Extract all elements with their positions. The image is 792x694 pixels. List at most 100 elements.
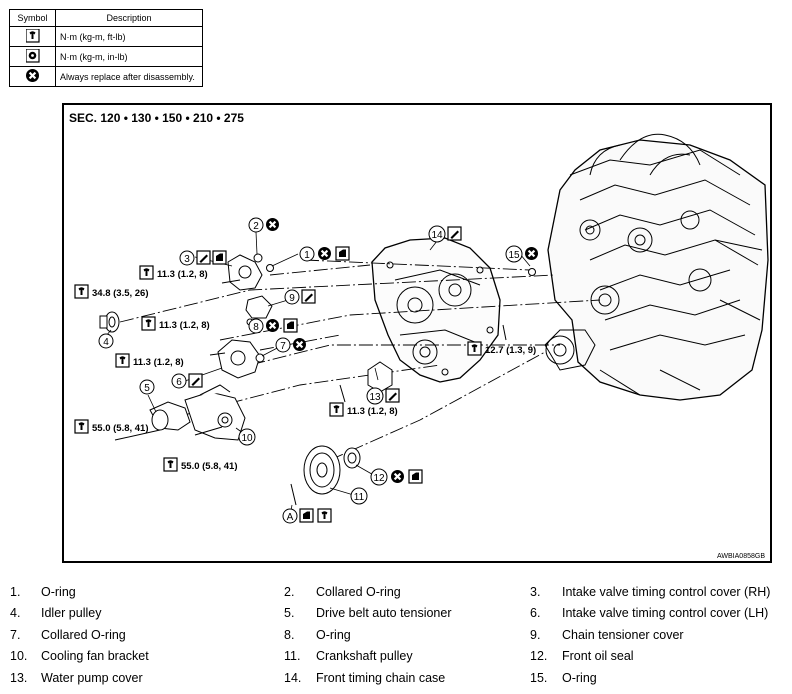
part-name: Drive belt auto tensioner	[316, 606, 452, 621]
front-timing-chain-case-drawing	[371, 237, 501, 383]
torque-value: 11.3 (1.2, 8)	[159, 320, 210, 331]
part-name: O-ring	[41, 585, 76, 599]
callout-A-label: A	[287, 512, 294, 523]
torque-value: 55.0 (5.8, 41)	[181, 461, 238, 472]
part-number: 7.	[10, 627, 21, 642]
callout-5: 5	[139, 379, 155, 395]
callout-8-label: 8	[253, 322, 259, 333]
callout-15-label: 15	[508, 250, 520, 261]
callout-8: 8	[248, 317, 298, 334]
torque-value: 34.8 (3.5, 26)	[92, 288, 149, 299]
part-number: 11.	[284, 649, 301, 664]
torque-wrench-icon	[317, 508, 332, 523]
always-replace-icon	[523, 245, 540, 262]
part-name: Collared O-ring	[316, 585, 401, 599]
part-number: 2.	[284, 585, 295, 599]
torque-spec-2: 34.8 (3.5, 26)	[74, 284, 149, 299]
part-number: 4.	[10, 606, 21, 621]
callout-A: A	[282, 508, 332, 524]
parts-row: 10. Cooling fan bracket 11. Crankshaft p…	[0, 649, 792, 670]
torque-spec-8: 55.0 (5.8, 41)	[163, 457, 238, 472]
sealant-icon	[212, 250, 227, 265]
callout-11-label: 11	[354, 492, 365, 503]
callout-1-label: 1	[304, 250, 310, 261]
part-number: 8.	[284, 627, 295, 642]
callout-3-label: 3	[184, 254, 190, 265]
torque-value: 11.3 (1.2, 8)	[347, 406, 398, 417]
diagram-frame	[62, 103, 772, 563]
parts-row: 13. Water pump cover 14. Front timing ch…	[0, 671, 792, 692]
callout-7-label: 7	[280, 341, 286, 352]
torque-wrench-icon	[115, 353, 130, 368]
liquid-gasket-icon	[447, 226, 462, 241]
part-number: 12.	[530, 649, 548, 664]
callout-2: 2	[248, 216, 281, 233]
part-name: Crankshaft pulley	[316, 649, 413, 664]
sealant-icon	[283, 318, 298, 333]
part-number: 14.	[284, 670, 302, 685]
sealant-icon	[408, 469, 423, 484]
callout-11: 11	[350, 487, 368, 505]
part-number: 10.	[10, 649, 28, 664]
torque-spec-1: 11.3 (1.2, 8)	[139, 265, 208, 280]
liquid-gasket-icon	[196, 250, 211, 265]
callout-6-label: 6	[176, 377, 182, 388]
part-name: Water pump cover	[41, 670, 143, 685]
part-name: Intake valve timing control cover (RH)	[562, 585, 771, 599]
always-replace-icon	[389, 468, 406, 485]
torque-value: 55.0 (5.8, 41)	[92, 423, 149, 434]
callout-1: 1	[299, 245, 350, 262]
sealant-icon	[299, 508, 314, 523]
callout-2-label: 2	[253, 221, 259, 232]
callout-13: 13	[366, 387, 400, 405]
torque-value: 12.7 (1.3, 9)	[485, 345, 536, 356]
liquid-gasket-icon	[301, 289, 316, 304]
torque-value: 11.3 (1.2, 8)	[133, 357, 184, 368]
liquid-gasket-icon	[188, 373, 203, 388]
callout-9-label: 9	[289, 293, 295, 304]
callout-7: 7	[275, 336, 308, 353]
torque-wrench-icon	[139, 265, 154, 280]
torque-wrench-icon	[74, 419, 89, 434]
parts-list: 1. O-ring 2. Collared O-ring 3. Intake v…	[0, 585, 792, 692]
torque-spec-4: 11.3 (1.2, 8)	[115, 353, 184, 368]
callout-14: 14	[428, 225, 462, 243]
torque-wrench-icon	[163, 457, 178, 472]
torque-wrench-icon	[467, 341, 482, 356]
torque-wrench-icon	[329, 402, 344, 417]
part-number: 6.	[530, 606, 541, 621]
part-name: O-ring	[562, 670, 597, 685]
part-name: O-ring	[316, 627, 351, 642]
always-replace-icon	[264, 216, 281, 233]
figure-code: AWBIA0858GB	[717, 553, 765, 560]
torque-spec-3: 11.3 (1.2, 8)	[141, 316, 210, 331]
part-name: Front oil seal	[562, 649, 634, 664]
callout-4-label: 4	[103, 337, 109, 348]
callout-12-label: 12	[373, 473, 385, 484]
sealant-icon	[335, 246, 350, 261]
legend-description: Always replace after disassembly.	[55, 66, 203, 87]
always-replace-icon	[316, 245, 333, 262]
part-name: Chain tensioner cover	[562, 627, 684, 642]
parts-row: 7. Collared O-ring 8. O-ring 9. Chain te…	[0, 628, 792, 649]
callout-10-label: 10	[241, 433, 253, 444]
callout-6: 6	[171, 373, 203, 389]
part-name: Cooling fan bracket	[41, 649, 149, 664]
part-number: 15.	[530, 670, 548, 685]
callout-5-label: 5	[144, 383, 150, 394]
parts-row: 4. Idler pulley 5. Drive belt auto tensi…	[0, 606, 792, 627]
component-drawings	[99, 253, 536, 506]
always-replace-icon	[264, 317, 281, 334]
assembly-centerlines	[119, 259, 601, 461]
engine-assembly-drawing	[544, 133, 769, 401]
part-name: Idler pulley	[41, 606, 102, 621]
torque-wrench-icon	[74, 284, 89, 299]
callout-13-label: 13	[369, 392, 381, 403]
torque-wrench-icon	[141, 316, 156, 331]
parts-row: 1. O-ring 2. Collared O-ring 3. Intake v…	[0, 585, 792, 606]
part-name: Front timing chain case	[316, 670, 446, 685]
part-name: Intake valve timing control cover (LH)	[562, 606, 769, 621]
torque-spec-6: 11.3 (1.2, 8)	[329, 402, 398, 417]
part-number: 3.	[530, 585, 541, 599]
symbol-legend-table: Symbol Description N·m (kg-m, ft-lb) N·m…	[9, 9, 203, 87]
